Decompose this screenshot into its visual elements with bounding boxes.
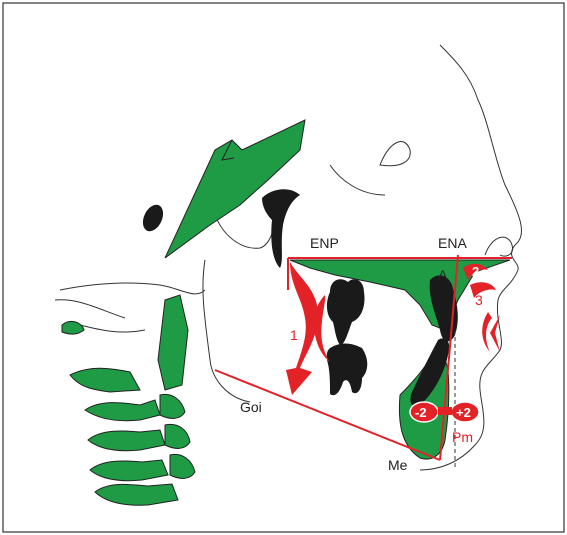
occipital-line: [55, 300, 125, 318]
atlas-posterior: [62, 321, 84, 334]
lip-arrow-lower: [482, 312, 492, 352]
lower-molar: [327, 344, 368, 396]
skull-base-line: [60, 283, 205, 294]
label-arrow-2: 2: [472, 264, 479, 279]
pterygoid-process: [262, 189, 300, 268]
label-enp: ENP: [310, 235, 339, 251]
cheek-line: [330, 165, 385, 195]
badge-connector: [438, 407, 452, 415]
dens-axis: [158, 295, 188, 390]
sphenoid-bone: [165, 120, 305, 258]
vertebra-body-c3: [160, 394, 185, 418]
label-arrow-3: 3: [475, 292, 483, 308]
vertebra-c4: [88, 430, 165, 451]
mandibular-notch: [215, 215, 275, 248]
label-me: Me: [388, 457, 408, 473]
label-arrow-1: 1: [290, 327, 298, 343]
ear-canal: [139, 202, 167, 235]
label-ena: ENA: [438, 235, 467, 251]
orbit-outline: [380, 142, 410, 166]
label-goi: Goi: [240, 399, 262, 415]
label-minus2: -2: [415, 405, 427, 420]
vertebra-c6: [95, 484, 178, 505]
vertebra-body-c5: [170, 454, 195, 478]
vertebra-c2: [70, 368, 140, 392]
lip-arrow-3: [470, 282, 496, 298]
occipital-line-2: [80, 325, 145, 332]
vertebra-c5: [90, 460, 168, 481]
label-plus2: +2: [456, 405, 471, 420]
upper-molar: [327, 279, 365, 345]
label-a: A: [438, 267, 448, 283]
vertebra-c3: [85, 400, 160, 421]
nostril-outline: [485, 237, 513, 256]
label-pm: Pm: [452, 429, 473, 445]
vertebra-body-c4: [165, 424, 190, 448]
